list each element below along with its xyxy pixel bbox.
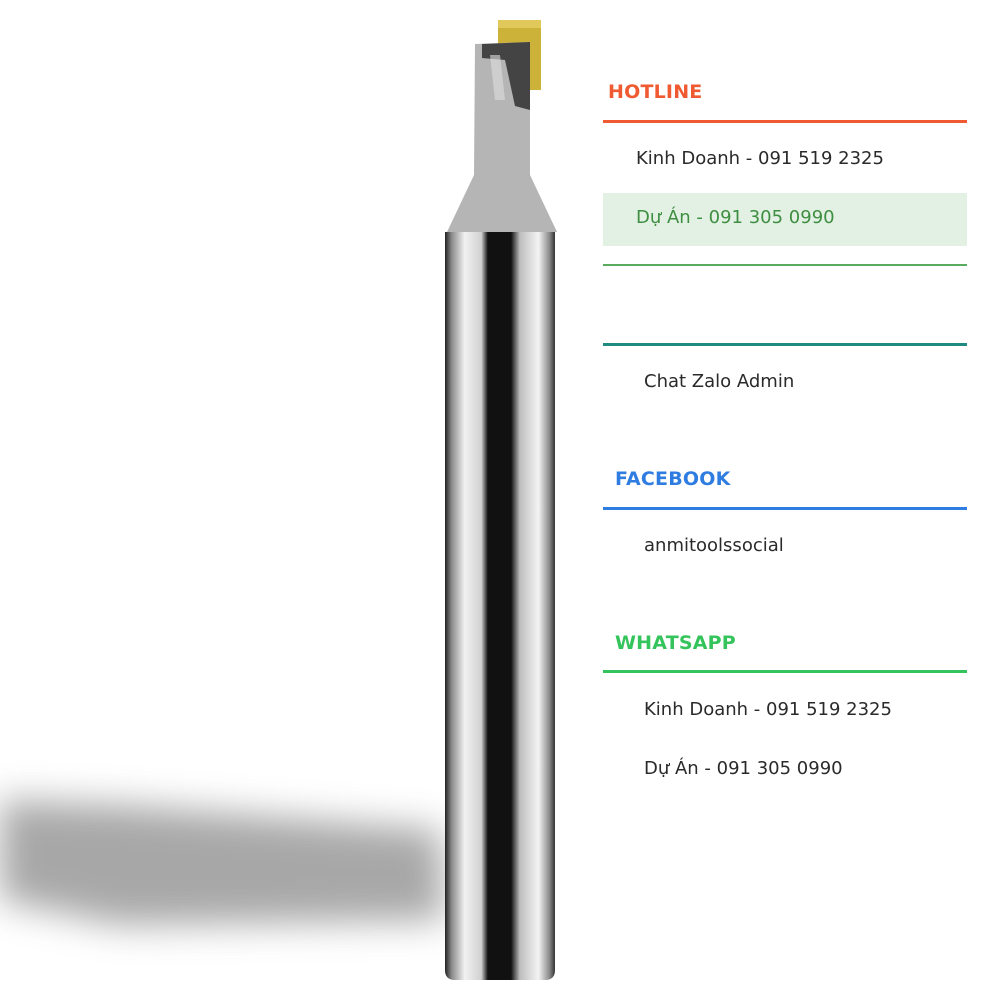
whatsapp-divider (603, 670, 967, 673)
facebook-link[interactable]: anmitoolssocial (644, 535, 784, 556)
tool-shank (445, 232, 555, 980)
hotline-project-link[interactable]: Dự Án - 091 305 0990 (636, 207, 835, 228)
zalo-divider (603, 343, 967, 346)
facebook-divider (603, 507, 967, 510)
hotline-divider (603, 120, 967, 123)
hotline-bottom-divider (603, 264, 967, 266)
chat-zalo-link[interactable]: Chat Zalo Admin (644, 371, 795, 392)
facebook-heading: FACEBOOK (615, 468, 731, 490)
hotline-project-highlight (603, 193, 967, 246)
whatsapp-sales-link[interactable]: Kinh Doanh - 091 519 2325 (644, 699, 892, 720)
hotline-heading: HOTLINE (608, 81, 703, 103)
tool-shadow (0, 800, 445, 925)
whatsapp-project-link[interactable]: Dự Án - 091 305 0990 (644, 758, 843, 779)
hotline-sales-link[interactable]: Kinh Doanh - 091 519 2325 (636, 148, 884, 169)
whatsapp-heading: WHATSAPP (615, 632, 736, 654)
